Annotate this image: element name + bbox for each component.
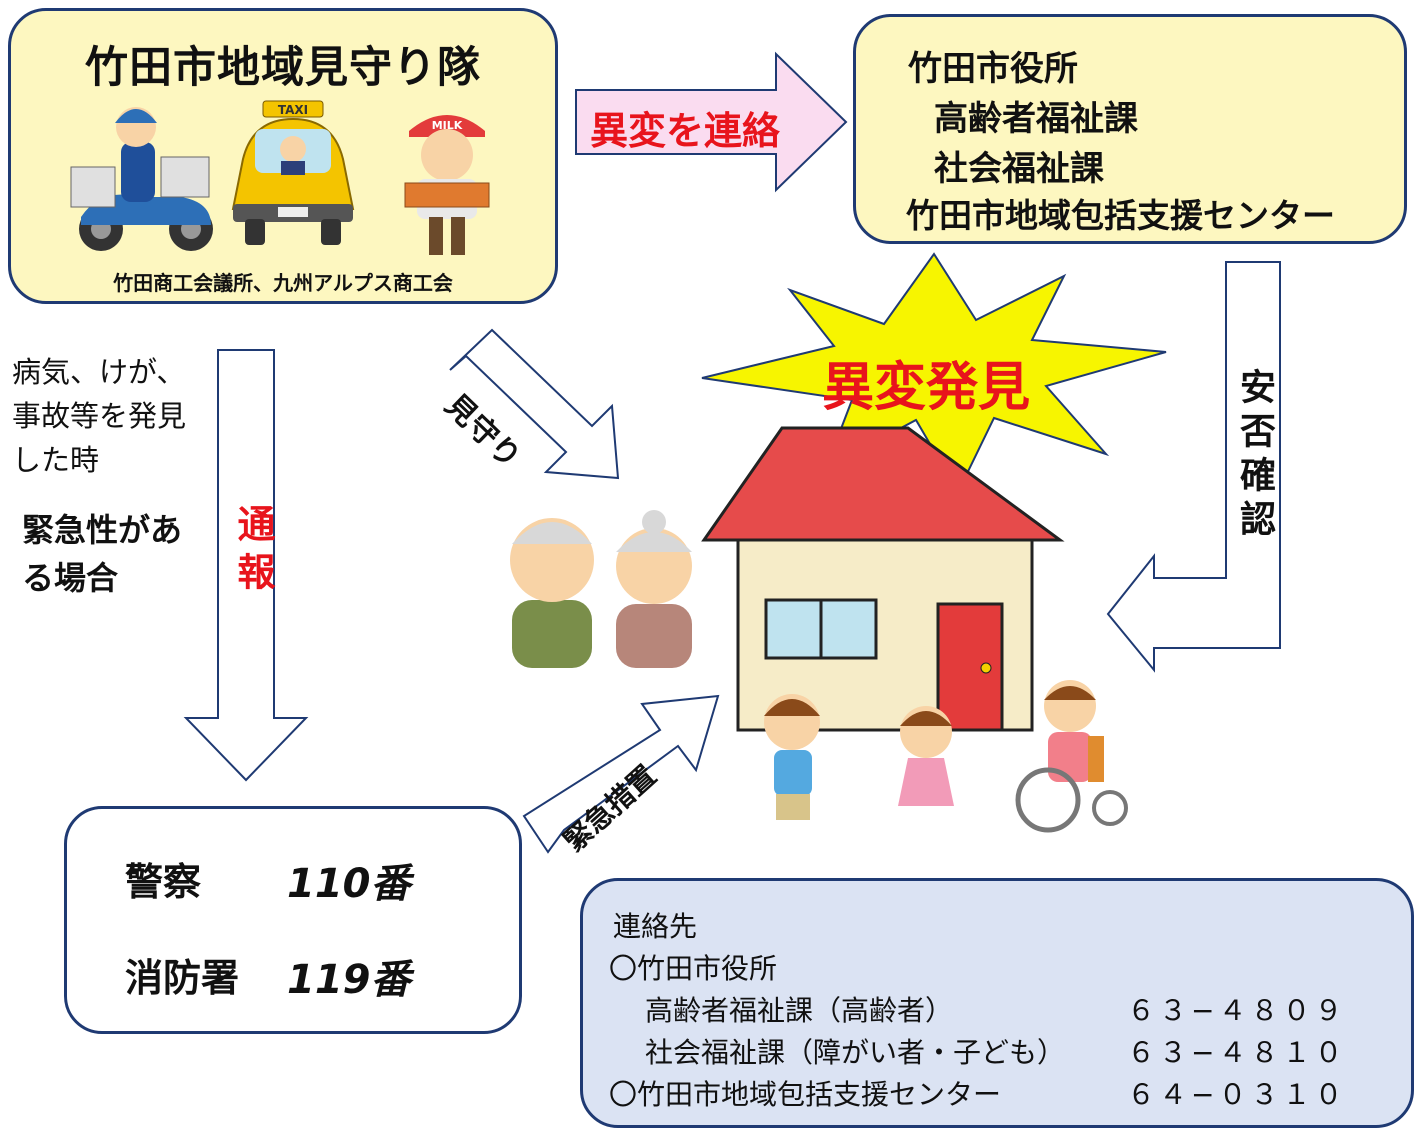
contact-label: 〇竹田市役所: [609, 952, 778, 985]
city-office-name: 竹田市役所: [908, 49, 1078, 89]
contact-number: ６３−４８１０: [1127, 1036, 1347, 1069]
newspaper-delivery-illustration: [70, 107, 213, 251]
contact-label: 高齢者福祉課（高齢者）: [645, 994, 954, 1027]
milk-delivery-illustration: MILK: [404, 115, 490, 255]
watch-group-title: 竹田市地域見守り隊: [85, 43, 481, 93]
emergency-arrow: [522, 694, 720, 854]
dept-elderly-welfare: 高齢者福祉課: [934, 99, 1138, 139]
contact-label: 〇竹田市地域包括支援センター: [609, 1078, 1002, 1111]
anomaly-label: 異変発見: [822, 358, 1031, 418]
fire-label: 消防署: [125, 956, 240, 1000]
contact-label: 社会福祉課（障がい者・子ども）: [645, 1036, 1066, 1069]
taxi-illustration: TAXI: [231, 100, 355, 245]
contact-number: ６３−４８０９: [1127, 994, 1347, 1027]
fire-number: 119番: [287, 957, 411, 1003]
report-anomaly-label: 異変を連絡: [590, 109, 781, 153]
condition-note: 病気、けが、事故等を発見した時: [12, 355, 187, 477]
notify-label: 通報: [231, 504, 275, 600]
contacts-heading: 連絡先: [613, 910, 698, 943]
safety-check-label: 安否確認: [1234, 368, 1275, 544]
milk-cap-label: MILK: [432, 119, 463, 132]
watch-arrow: [449, 328, 620, 480]
watch-group-members: 竹田商工会議所、九州アルプス商工会: [113, 271, 453, 295]
contacts-box: 連絡先 〇竹田市役所 高齢者福祉課（高齢者） ６３−４８０９ 社会福祉課（障がい…: [580, 878, 1414, 1128]
children-and-wheelchair-illustration: [764, 680, 1128, 833]
notify-arrow: [183, 349, 309, 782]
urgent-note: 緊急性がある場合: [22, 511, 183, 597]
report-arrow: [575, 51, 848, 193]
taxi-sign: TAXI: [278, 103, 308, 117]
support-center-name: 竹田市地域包括支援センター: [906, 196, 1335, 235]
city-office-box: 竹田市役所 高齢者福祉課 社会福祉課 竹田市地域包括支援センター: [853, 14, 1407, 244]
police-number: 110番: [287, 861, 411, 907]
emergency-numbers-box: 警察 110番 消防署 119番: [64, 806, 522, 1034]
elderly-couple-illustration: [510, 510, 692, 668]
contact-number: ６４−０３１０: [1127, 1078, 1347, 1111]
police-label: 警察: [125, 860, 202, 904]
safety-check-arrow: [1106, 261, 1281, 673]
dept-social-welfare: 社会福祉課: [934, 149, 1104, 189]
watch-group-box: 竹田市地域見守り隊 TAXI MILK 竹田商工会議所、九州アルプス: [8, 8, 558, 304]
